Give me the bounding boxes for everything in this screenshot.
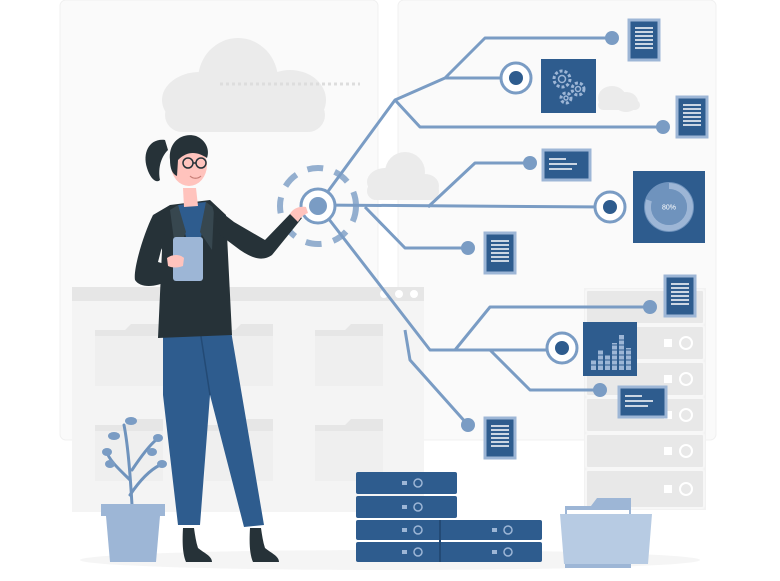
document-icon xyxy=(675,95,709,139)
folder-icon xyxy=(560,498,652,568)
ring-node xyxy=(499,61,533,95)
cloud-icon xyxy=(598,86,640,112)
plant-icon xyxy=(101,417,167,562)
document-icon xyxy=(627,18,661,62)
line-end-dots xyxy=(461,31,670,432)
ring-nodes xyxy=(499,61,627,365)
document-icons xyxy=(483,18,709,460)
donut-progress-ring xyxy=(645,183,693,231)
donut-percent-label: 80% xyxy=(662,205,676,212)
cloud-icon xyxy=(367,152,439,200)
woman-figure xyxy=(134,135,308,562)
tablet-icon xyxy=(173,237,203,281)
cloud-icon xyxy=(162,38,326,132)
screen-icon xyxy=(617,385,668,419)
document-icon xyxy=(483,416,517,460)
screen-icon xyxy=(541,148,592,182)
server-stack-icon xyxy=(356,472,542,562)
donut-chart-icon: 80% xyxy=(633,171,705,243)
central-hub-node xyxy=(277,165,359,247)
ring-node xyxy=(545,331,579,365)
ring-node xyxy=(593,190,627,224)
document-icon xyxy=(483,231,517,275)
bar-chart-icon xyxy=(583,322,637,376)
document-icon xyxy=(663,274,697,318)
gears-icon xyxy=(541,59,596,113)
network-lines xyxy=(316,36,663,426)
